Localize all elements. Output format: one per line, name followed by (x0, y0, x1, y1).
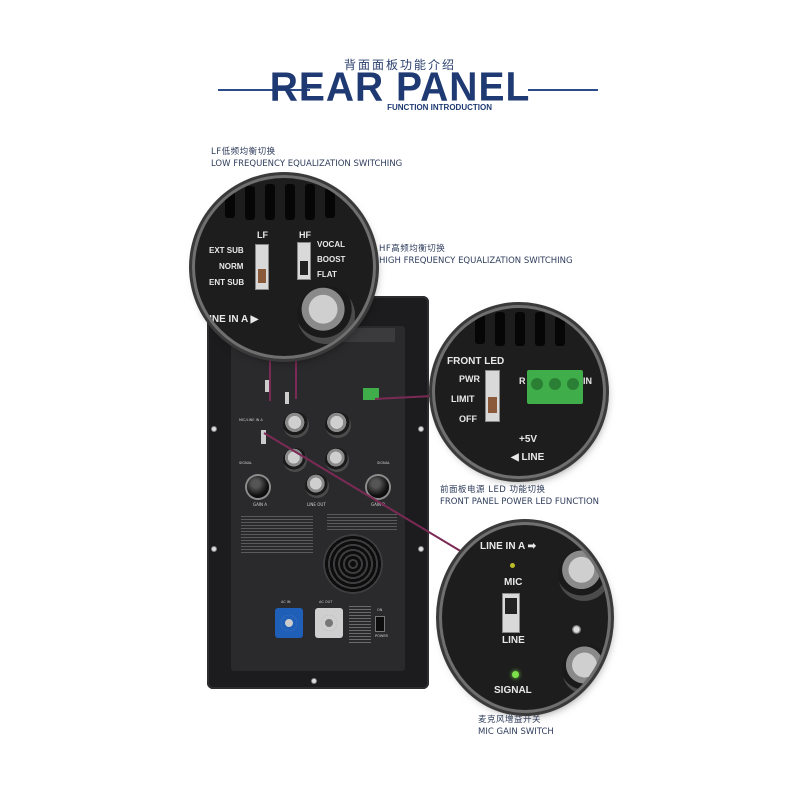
callout-lf-en: LOW FREQUENCY EQUALIZATION SWITCHING (211, 159, 403, 169)
title-chinese: 背面面板功能介绍 (343, 58, 456, 72)
on-label: ON (377, 608, 383, 612)
xlr-link-b[interactable] (325, 448, 349, 472)
line-arrow-label: ◀ LINE (511, 452, 545, 463)
xlr-zoom-bottom[interactable] (562, 645, 608, 695)
terminal-block-green[interactable] (527, 370, 583, 404)
lf-label: LF (257, 230, 268, 240)
line-in-a-label: LINE IN A ▶ (203, 314, 259, 325)
callout-hf: HF高频均衡切换 HIGH FREQUENCY EQUALIZATION SWI… (379, 243, 573, 267)
rs-partial-label: R (519, 376, 526, 386)
page-title: REAR PANEL (269, 64, 531, 111)
callout-mic-gain: 麦克风增益开关 MIC GAIN SWITCH (478, 714, 554, 738)
power-label: POWER (375, 634, 388, 638)
callout-hf-cn: HF高频均衡切换 (379, 244, 446, 254)
gain-a-label: GAIN A (253, 502, 268, 507)
panel-screw (418, 426, 424, 432)
callout-front-led-en: FRONT PANEL POWER LED FUNCTION (440, 497, 600, 507)
gain-b-label: GAIN B (371, 502, 386, 507)
line-in-led (510, 563, 515, 568)
control-plate: LOUDSPEAKER MIC/LINE IN A SIGNAL SIGNAL … (231, 326, 405, 671)
plus-5v-label: +5V (519, 434, 538, 445)
signal-label-a: SIGNAL (239, 461, 252, 465)
hf-slide-switch[interactable] (297, 242, 311, 280)
gain-b-knob[interactable] (367, 476, 389, 498)
zoom-front-led: FRONT LED PWR LIMIT OFF R IN +5V ◀ LINE (435, 308, 603, 476)
lf-slide-switch[interactable] (255, 244, 269, 290)
vent-slot (305, 184, 315, 220)
xlr-input-zoomed[interactable] (297, 286, 355, 344)
line-out-label: LINE OUT (307, 502, 326, 507)
signal-label-b: SIGNAL (377, 461, 390, 465)
in-partial-label: IN (583, 376, 592, 386)
vent-slot (515, 312, 525, 346)
mic-label: MIC (504, 577, 523, 588)
vent-slot (245, 186, 255, 220)
cooling-fan (323, 534, 383, 594)
mic-line-slide-switch[interactable] (502, 593, 520, 633)
ac-in-label: AC IN (281, 600, 291, 604)
header-rule-left (218, 89, 310, 91)
callout-mic-gain-en: MIC GAIN SWITCH (478, 727, 554, 737)
line-label: LINE (502, 635, 525, 646)
front-led-option-pwr: PWR (459, 374, 480, 384)
header-rule-right (528, 89, 598, 91)
zoom-eq-switches: LF HF EXT SUB NORM ENT SUB VOCAL BOOST F… (195, 178, 373, 356)
vent-slot (285, 184, 295, 220)
front-led-slide-switch[interactable] (485, 370, 500, 422)
front-led-title: FRONT LED (447, 356, 505, 367)
ac-out-label: AC OUT (319, 600, 333, 604)
fuse-label-block (349, 604, 371, 644)
xlr-input-b[interactable] (325, 412, 351, 438)
spec-text-block (327, 512, 397, 532)
panel-screw (311, 678, 317, 684)
lf-switch-small[interactable] (265, 380, 269, 392)
zoom-screw (572, 625, 581, 634)
vent-slot (555, 316, 565, 346)
front-led-option-limit: LIMIT (451, 394, 475, 404)
callout-front-led-cn: 前面板电源 LED 功能切换 (440, 485, 546, 495)
callout-lf: LF低频均衡切换 LOW FREQUENCY EQUALIZATION SWIT… (211, 146, 402, 170)
hf-option-vocal: VOCAL (317, 240, 345, 249)
vent-slot (495, 312, 505, 346)
lf-option-ext-sub: EXT SUB (209, 246, 244, 255)
vent-slot (325, 188, 335, 218)
mic-zoom-line-in-label: LINE IN A ➡ (480, 541, 536, 552)
mic-line-a-label: MIC/LINE IN A (239, 418, 263, 422)
hf-switch-small[interactable] (285, 392, 289, 404)
lf-option-ent-sub: ENT SUB (209, 278, 245, 287)
powercon-in[interactable] (275, 608, 303, 638)
signal-label: SIGNAL (494, 685, 532, 696)
callout-front-led: 前面板电源 LED 功能切换 FRONT PANEL POWER LED FUN… (440, 484, 599, 508)
mic-line-switch-small[interactable] (261, 430, 266, 444)
gain-a-knob[interactable] (247, 476, 269, 498)
xlr-input-a[interactable] (283, 412, 309, 438)
powercon-out[interactable] (315, 608, 343, 638)
panel-screw (211, 426, 217, 432)
hf-label: HF (299, 230, 311, 240)
vent-slot (265, 184, 275, 220)
warning-text-block (241, 514, 313, 554)
callout-lf-cn: LF低频均衡切换 (211, 147, 276, 157)
callout-hf-en: HIGH FREQUENCY EQUALIZATION SWITCHING (379, 256, 573, 266)
hf-option-boost: BOOST (317, 255, 346, 264)
panel-screw (418, 546, 424, 552)
zoom-mic-gain: LINE IN A ➡ MIC LINE SIGNAL (442, 525, 608, 710)
front-led-option-off: OFF (459, 414, 477, 424)
signal-led (512, 671, 519, 678)
hf-option-flat: FLAT (317, 270, 337, 279)
xlr-line-out[interactable] (305, 474, 329, 498)
callout-mic-gain-cn: 麦克风增益开关 (478, 715, 542, 725)
vent-slot (535, 312, 545, 346)
page-subtitle: FUNCTION INTRODUCTION (387, 103, 492, 112)
power-rocker-switch[interactable] (375, 616, 385, 632)
panel-screw (211, 546, 217, 552)
xlr-zoom-top[interactable] (558, 549, 608, 601)
vent-slot (225, 188, 235, 218)
rear-panel: LOUDSPEAKER MIC/LINE IN A SIGNAL SIGNAL … (207, 296, 429, 689)
vent-slot (475, 314, 485, 344)
lf-option-norm: NORM (219, 262, 244, 271)
